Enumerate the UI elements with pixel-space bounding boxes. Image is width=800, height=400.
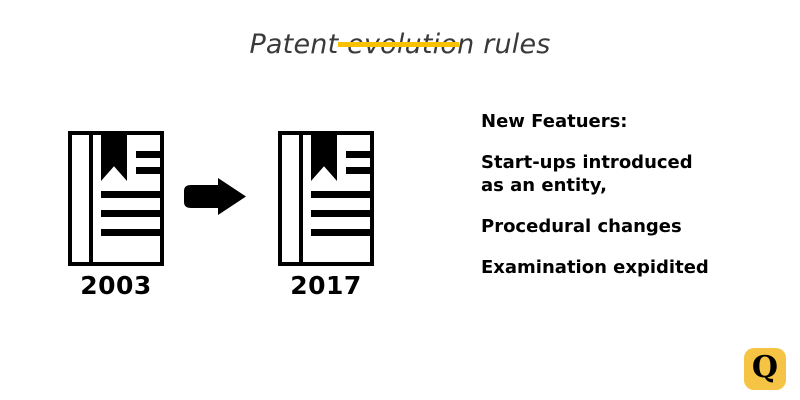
bookmark-ribbon-icon	[101, 135, 127, 181]
book-text-line	[311, 191, 374, 198]
arrow-right-icon	[180, 177, 250, 217]
book-text-line	[311, 210, 374, 217]
features-heading: New Featuers:	[481, 111, 628, 132]
quora-logo-badge: Q	[744, 348, 786, 390]
book-text-line	[346, 167, 374, 174]
feature-item-procedural: Procedural changes	[481, 216, 682, 238]
feature-item-startups: Start-ups introduced as an entity,	[481, 152, 693, 197]
book-text-line	[136, 151, 164, 158]
timeline-graphic: 2003 2017	[60, 125, 390, 300]
timeline-year-label-second: 2017	[290, 271, 362, 300]
book-spine	[89, 135, 93, 262]
book-page	[303, 135, 374, 262]
quora-q-letter: Q	[751, 350, 779, 385]
bookmark-ribbon-icon	[311, 135, 337, 181]
book-text-line	[346, 151, 374, 158]
book-text-line	[101, 210, 164, 217]
book-text-line	[101, 191, 164, 198]
feature-item-examination: Examination expidited	[481, 257, 709, 279]
book-page	[93, 135, 164, 262]
title-underline-accent	[338, 42, 459, 47]
book-text-line	[101, 229, 164, 236]
book-icon-2017	[278, 131, 374, 266]
features-list: New Featuers: Start-ups introduced as an…	[481, 110, 781, 279]
book-icon-2003	[68, 131, 164, 266]
book-spine	[299, 135, 303, 262]
book-text-line	[136, 167, 164, 174]
book-text-line	[311, 229, 374, 236]
timeline-year-label-first: 2003	[80, 271, 152, 300]
